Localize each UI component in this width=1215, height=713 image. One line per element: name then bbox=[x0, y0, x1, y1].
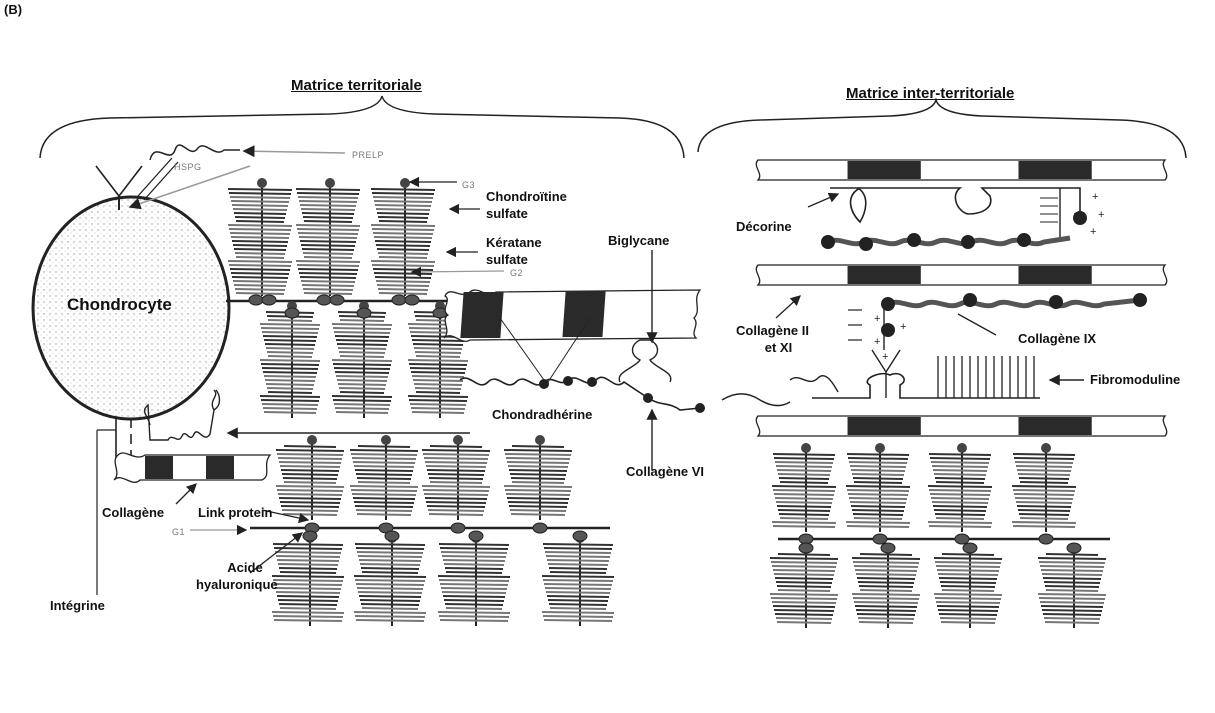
proteoglycan-monomer bbox=[933, 543, 1003, 628]
prelp-hspg-group bbox=[128, 144, 346, 210]
proteoglycan-monomer bbox=[1011, 443, 1077, 532]
connector-wave bbox=[721, 393, 791, 407]
territorial-label-arrows bbox=[175, 176, 505, 574]
fibromoduline-group bbox=[789, 349, 1084, 399]
proteoglycan-monomer bbox=[421, 435, 491, 520]
proteoglycan-monomer bbox=[353, 533, 427, 626]
proteoglycan-monomer bbox=[227, 178, 293, 296]
proteoglycan-monomer bbox=[271, 533, 345, 626]
label-chondroitine-sulfate-1: Chondroïtine bbox=[486, 189, 567, 204]
proteoglycan-monomer bbox=[349, 435, 419, 520]
label-fibromoduline: Fibromoduline bbox=[1090, 372, 1181, 387]
label-hspg: HSPG bbox=[174, 162, 202, 172]
label-decorine: Décorine bbox=[736, 219, 792, 234]
heading-matrice-territoriale: Matrice territoriale bbox=[291, 77, 422, 94]
proteoglycan-monomer bbox=[370, 178, 436, 296]
proteoglycan-aggregate-inter bbox=[769, 443, 1110, 628]
proteoglycan-monomer bbox=[407, 301, 469, 418]
label-keratane-sulfate-2: sulfate bbox=[486, 252, 528, 267]
proteoglycan-monomer bbox=[771, 443, 837, 532]
collagene-vi-fibril bbox=[443, 250, 705, 470]
label-chondroitine-sulfate-2: sulfate bbox=[486, 206, 528, 221]
svg-text:+: + bbox=[900, 321, 906, 333]
proteoglycan-monomer bbox=[1037, 543, 1107, 628]
label-integrine: Intégrine bbox=[50, 598, 105, 613]
territorial-brace bbox=[39, 95, 685, 159]
integrine-receptor bbox=[95, 165, 143, 595]
collagene-ii-arrow bbox=[775, 295, 801, 319]
proteoglycan-monomer bbox=[769, 543, 839, 628]
label-prelp: PRELP bbox=[352, 150, 385, 160]
label-link-protein: Link protein bbox=[198, 505, 273, 520]
inter-territorial-brace bbox=[697, 97, 1187, 159]
chondradherine-fragment bbox=[143, 389, 221, 441]
collagene-fibril-territorial bbox=[113, 452, 272, 483]
label-chondradherine: Chondradhérine bbox=[492, 407, 593, 422]
proteoglycan-monomer bbox=[437, 533, 511, 626]
label-collagene: Collagène bbox=[102, 505, 165, 520]
svg-text:+: + bbox=[874, 336, 880, 348]
corner-mark: (B) bbox=[4, 2, 23, 17]
proteoglycan-monomer bbox=[845, 443, 911, 532]
label-collagene-ii-1: Collagène II bbox=[736, 323, 809, 338]
label-collagene-ii-2: et XI bbox=[764, 340, 793, 355]
label-g1: G1 bbox=[172, 527, 186, 537]
decorine-collagene-ix: +++ ++++ bbox=[807, 187, 1147, 363]
svg-text:+: + bbox=[874, 313, 880, 325]
label-acide-hyaluronique-2: hyaluronique bbox=[196, 577, 278, 592]
collagen-fibril bbox=[755, 415, 1168, 437]
label-collagene-ix: Collagène IX bbox=[1018, 331, 1097, 346]
proteoglycan-monomer bbox=[275, 435, 345, 520]
proteoglycan-group-lower bbox=[271, 435, 615, 626]
proteoglycan-group-upper bbox=[227, 178, 469, 418]
svg-text:+: + bbox=[1092, 191, 1098, 203]
label-acide-hyaluronique-1: Acide bbox=[227, 560, 263, 575]
collagen-fibril bbox=[755, 159, 1168, 181]
label-chondrocyte: Chondrocyte bbox=[67, 295, 172, 314]
proteoglycan-monomer bbox=[331, 301, 393, 418]
proteoglycan-monomer bbox=[851, 543, 921, 628]
label-g3: G3 bbox=[462, 180, 476, 190]
proteoglycan-monomer bbox=[503, 435, 573, 520]
svg-text:+: + bbox=[882, 351, 888, 363]
proteoglycan-monomer bbox=[541, 533, 615, 626]
svg-text:+: + bbox=[1090, 226, 1096, 238]
label-collagene-vi: Collagène VI bbox=[626, 464, 705, 479]
heading-matrice-inter-territoriale: Matrice inter-territoriale bbox=[846, 85, 1015, 102]
proteoglycan-monomer bbox=[259, 301, 321, 418]
proteoglycan-monomer bbox=[927, 443, 993, 532]
label-biglycane: Biglycane bbox=[608, 233, 670, 248]
label-g2: G2 bbox=[510, 268, 524, 278]
collagen-fibril bbox=[755, 264, 1168, 286]
svg-text:+: + bbox=[1098, 209, 1104, 221]
label-keratane-sulfate-1: Kératane bbox=[486, 235, 542, 250]
inter-territorial-fibrils bbox=[755, 159, 1168, 437]
proteoglycan-monomer bbox=[295, 178, 361, 296]
